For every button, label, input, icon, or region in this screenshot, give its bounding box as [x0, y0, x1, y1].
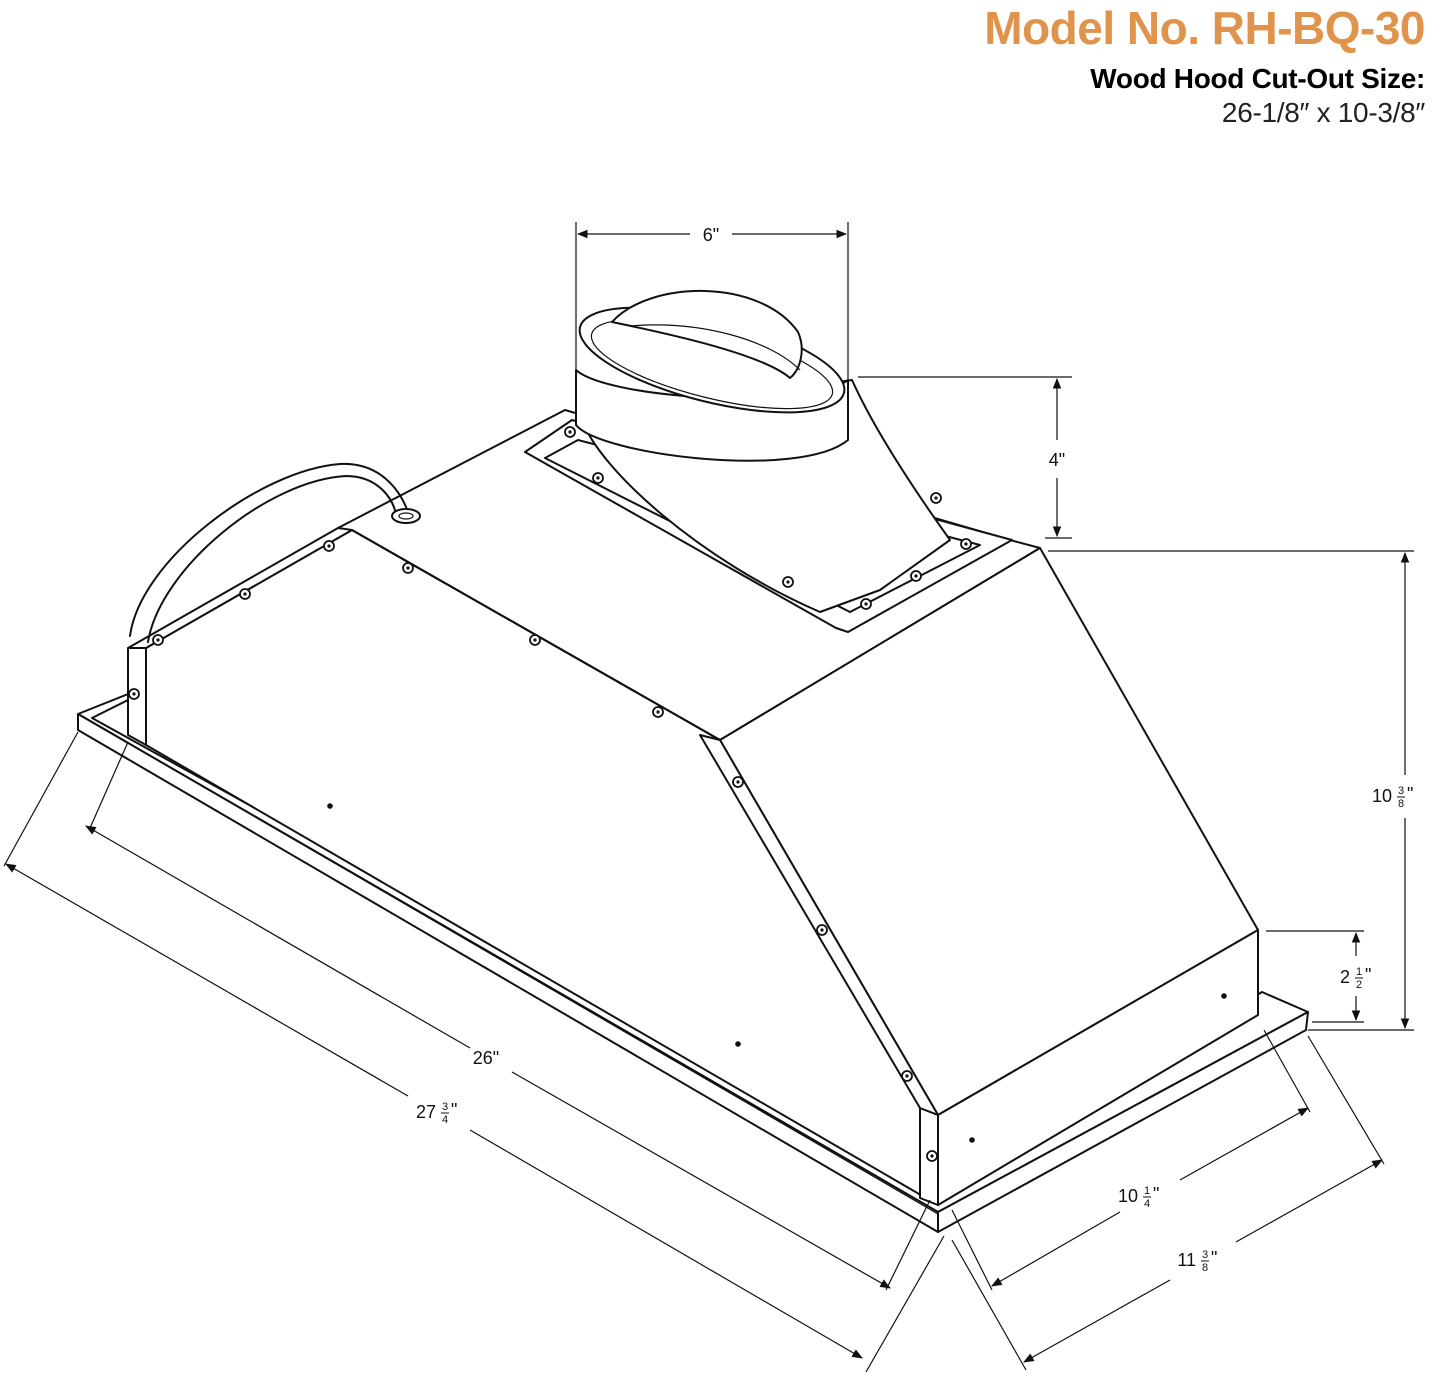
dim-label-flange-length-numerator: 3 — [442, 1101, 448, 1113]
screw-icon — [960, 538, 972, 550]
cutout-size-value: 26-1/8″ x 10-3/8″ — [1221, 97, 1425, 128]
dim-label-flange-depth-denominator: 8 — [1202, 1262, 1208, 1274]
dim-label-front-height-unit: " — [1365, 965, 1371, 985]
screw-icon — [901, 1070, 913, 1082]
dim-label-flange-length-whole: 27 — [416, 1102, 436, 1122]
dim-label-flange-depth-unit: " — [1211, 1248, 1217, 1268]
dim-flange-length: 27 34" — [3, 731, 945, 1373]
dim-label-insert-depth-unit: " — [1153, 1184, 1159, 1204]
duct-collar — [575, 306, 849, 462]
screw-icon — [327, 803, 333, 809]
dim-duct-height: 4" — [858, 376, 1072, 539]
dim-label-flange-depth-numerator: 3 — [1202, 1249, 1208, 1261]
screw-icon — [816, 924, 828, 936]
dim-label-duct-height: 4" — [1049, 450, 1065, 470]
dim-label-total-height-denominator: 8 — [1398, 798, 1404, 810]
screw-icon — [592, 472, 604, 484]
screw-set — [128, 426, 1227, 1162]
dim-label-flange-length: 27 34" — [416, 1100, 457, 1126]
model-title: Model No. RH-BQ-30 — [984, 2, 1425, 54]
dim-label-insert-depth-whole: 10 — [1118, 1186, 1138, 1206]
screw-icon — [529, 634, 541, 646]
dim-label-front-height-denominator: 2 — [1356, 979, 1362, 991]
screw-icon — [152, 634, 164, 646]
damper-icon — [611, 290, 803, 379]
screw-icon — [239, 588, 251, 600]
dim-label-insert-length: 26" — [473, 1048, 499, 1068]
dim-label-flange-depth-whole: 11 — [1177, 1250, 1196, 1270]
screw-icon — [910, 570, 922, 582]
dim-label-total-height-whole: 10 — [1372, 786, 1392, 806]
screw-icon — [930, 492, 942, 504]
mounting-flange — [77, 693, 1309, 1233]
dim-label-flange-length-unit: " — [451, 1100, 457, 1120]
dim-label-insert-depth: 10 14" — [1118, 1184, 1159, 1210]
screw-icon — [564, 426, 576, 438]
dim-label-total-height-numerator: 3 — [1398, 785, 1404, 797]
screw-icon — [782, 576, 794, 588]
dim-label-flange-length-denominator: 4 — [442, 1114, 448, 1126]
screw-icon — [652, 706, 664, 718]
dim-label-front-height-numerator: 1 — [1356, 966, 1362, 978]
screw-icon — [128, 688, 140, 700]
screw-icon — [926, 1150, 938, 1162]
cutout-size-label: Wood Hood Cut-Out Size: — [1090, 63, 1425, 94]
dim-label-flange-depth: 11 38" — [1177, 1248, 1217, 1274]
dim-label-total-height-unit: " — [1407, 784, 1413, 804]
dim-label-total-height: 10 38" — [1372, 784, 1413, 810]
screw-icon — [732, 776, 744, 788]
screw-icon — [735, 1041, 741, 1047]
screw-icon — [1221, 993, 1227, 999]
dim-label-insert-depth-numerator: 1 — [1144, 1185, 1150, 1197]
dim-insert-length: 26" — [85, 741, 931, 1291]
power-cord-icon — [129, 462, 421, 643]
screw-icon — [323, 540, 335, 552]
dim-duct-diameter: 6" — [575, 222, 849, 380]
dim-label-insert-depth-denominator: 4 — [1144, 1198, 1150, 1210]
dim-label-duct-diameter: 6" — [703, 225, 719, 245]
screw-icon — [969, 1137, 975, 1143]
screw-icon — [860, 598, 872, 610]
screw-icon — [402, 562, 414, 574]
spec-header: Model No. RH-BQ-30 Wood Hood Cut-Out Siz… — [984, 0, 1425, 130]
dim-label-front-height-whole: 2 — [1340, 967, 1350, 987]
